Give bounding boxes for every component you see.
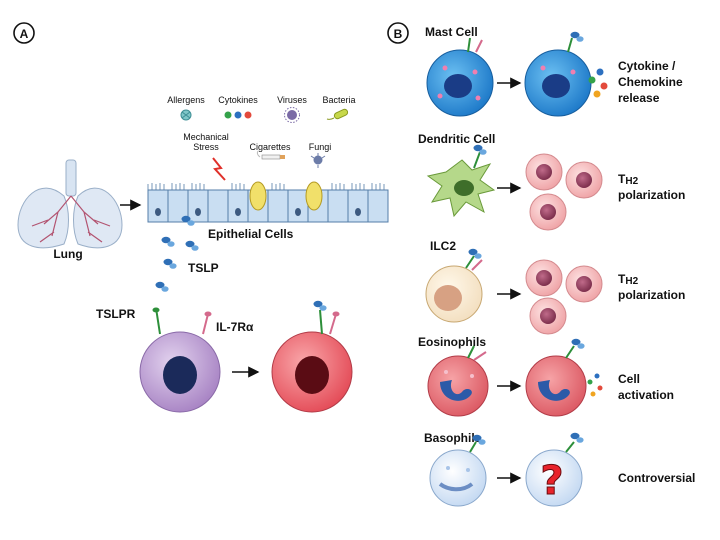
panel-b-badge (387, 22, 409, 44)
lymphocyte-activated (271, 300, 353, 413)
mechanical-label-1: Mechanical (183, 132, 229, 142)
row-cell-label: Mast Cell (425, 25, 478, 39)
panel-a: A Lung Allergens Cytokines Viruses Bacte… (13, 22, 389, 413)
row-outcome-th2: TH2 (618, 272, 639, 287)
eosinophil-activated (525, 338, 603, 417)
row-cell-label: Basophils (424, 431, 482, 445)
row-outcome-line-1: Cytokine / (618, 59, 676, 73)
row-cell-label: Eosinophils (418, 335, 486, 349)
cytokines-label: Cytokines (218, 95, 258, 105)
lightning-icon (212, 157, 226, 181)
tslpr-label: TSLPR (96, 307, 136, 321)
tslp-label: TSLP (188, 261, 219, 275)
panel-b-badge-label: B (394, 27, 403, 41)
tslp-molecule (155, 281, 169, 292)
fungi-label: Fungi (309, 142, 332, 152)
tslp-molecule (161, 236, 175, 247)
allergens-label: Allergens (167, 95, 205, 105)
ilc2-cell (425, 248, 483, 323)
virus-icon (284, 107, 300, 123)
bacteria-label: Bacteria (322, 95, 355, 105)
lymphocyte-unactivated (139, 307, 221, 413)
mast-cell-activated (524, 31, 608, 117)
row-outcome-line-2: polarization (618, 288, 685, 302)
question-mark: ? (540, 458, 563, 504)
epithelial-label: Epithelial Cells (208, 227, 294, 241)
il7r-label: IL-7Rα (216, 320, 254, 334)
panel-a-badge (13, 22, 35, 44)
epithelium (147, 181, 389, 223)
allergen-icon (180, 109, 192, 121)
row-outcome-line-1: Cell (618, 372, 640, 386)
basophil-unknown (525, 432, 584, 507)
mechanical-label-2: Stress (193, 142, 219, 152)
row-outcome-line-1: Controversial (618, 471, 695, 485)
th2-cells (525, 259, 603, 335)
row-cell-label: Dendritic Cell (418, 132, 495, 146)
row-outcome-th2: TH2 (618, 172, 639, 187)
bacteria-icon (326, 108, 349, 120)
fungus-icon (310, 153, 326, 168)
panel-a-badge-label: A (20, 27, 29, 41)
panel-b: B Mast Cell Cytokine / Chemokine release… (387, 22, 695, 507)
viruses-label: Viruses (277, 95, 307, 105)
cigarette-icon (256, 150, 285, 160)
eosinophil (427, 345, 489, 417)
row-outcome-line-2: polarization (618, 188, 685, 202)
cigarettes-label: Cigarettes (249, 142, 291, 152)
lung-label: Lung (53, 247, 82, 261)
lung-illustration (17, 159, 123, 249)
cytokine-icon (224, 111, 252, 119)
tslp-molecule (185, 240, 199, 251)
row-cell-label: ILC2 (430, 239, 456, 253)
basophil (429, 434, 487, 507)
row-outcome-line-3: release (618, 91, 660, 105)
mast-cell (426, 37, 494, 117)
dendritic-cell (426, 144, 496, 218)
row-outcome-line-2: Chemokine (618, 75, 683, 89)
tslp-molecule (163, 258, 177, 269)
row-outcome-line-2: activation (618, 388, 674, 402)
th2-cells (525, 153, 603, 231)
